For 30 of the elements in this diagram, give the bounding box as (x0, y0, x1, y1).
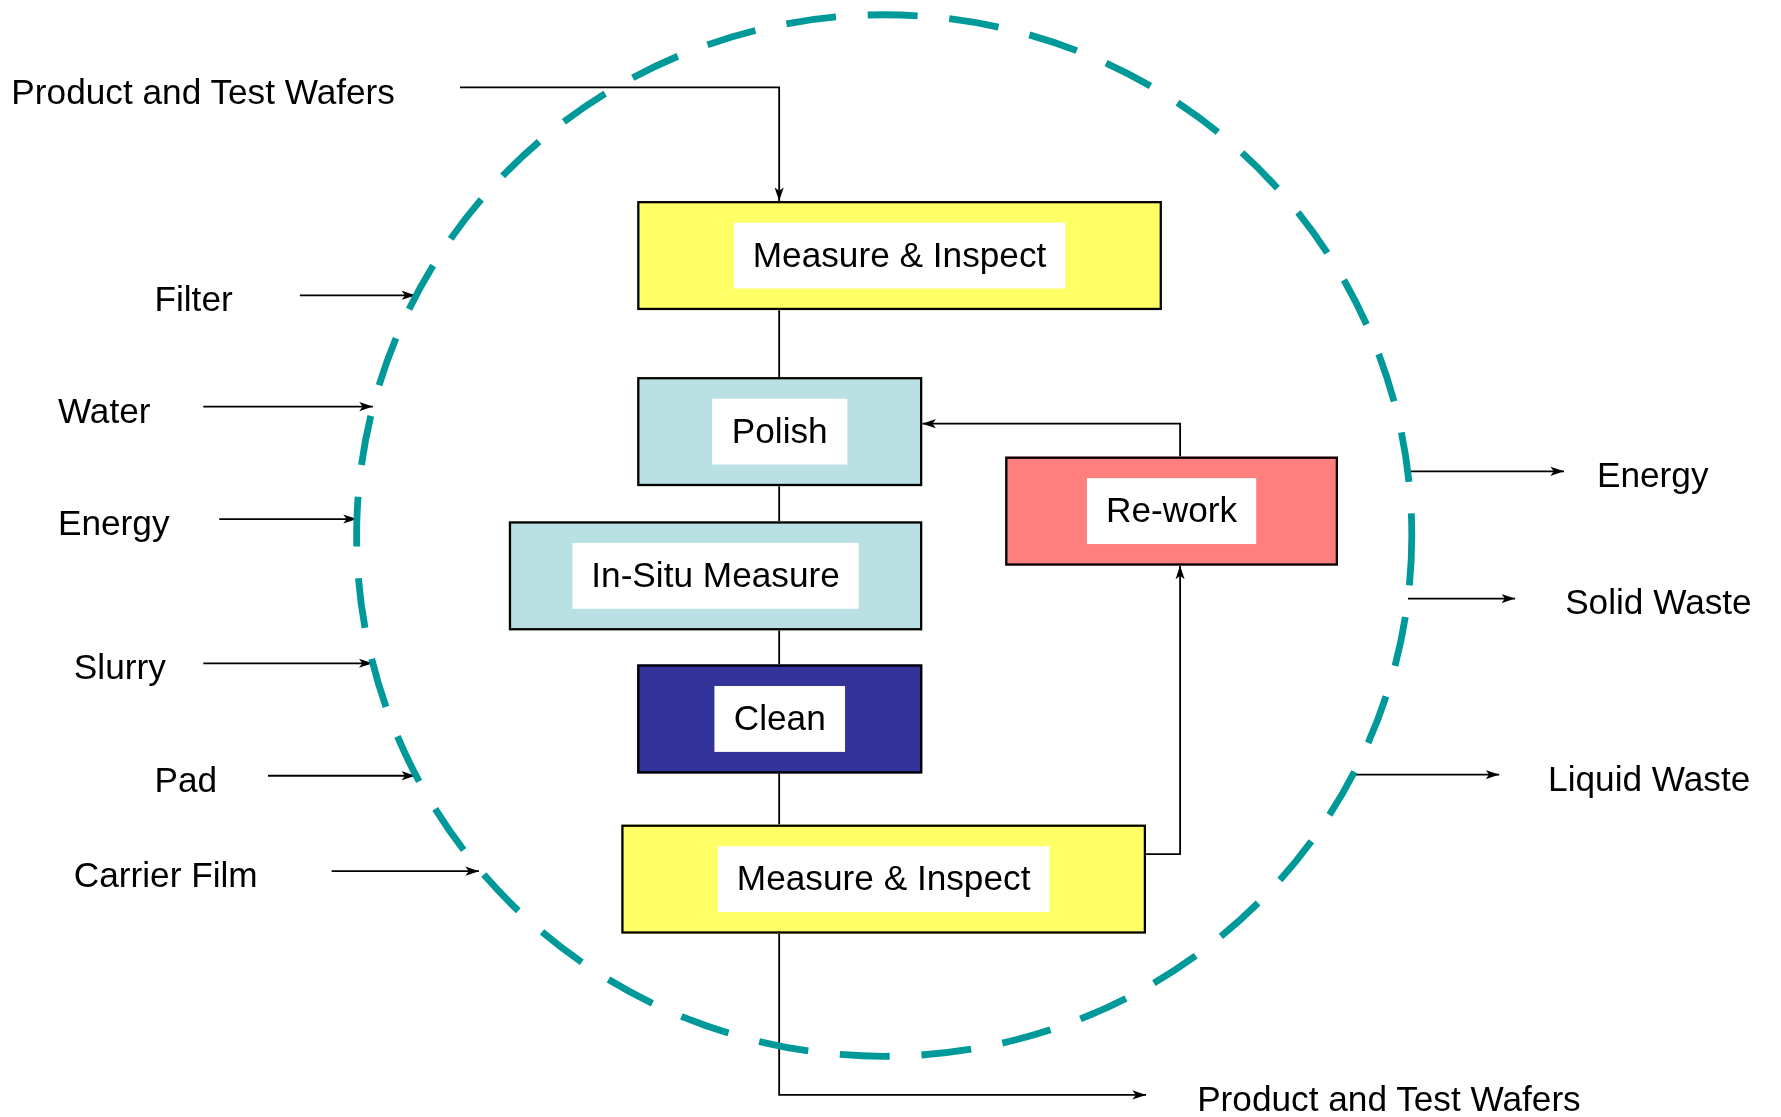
flow-label: Product and Test Wafers (1146, 1076, 1624, 1117)
flow-label: Liquid Waste (1499, 756, 1779, 802)
flow-label: Filter (154, 277, 300, 323)
flow-label: Slurry (73, 645, 204, 691)
process-box (637, 201, 1162, 311)
process-box (1005, 456, 1338, 566)
process-box (621, 824, 1146, 934)
box-label: Clean (714, 685, 846, 753)
arrow (921, 419, 1181, 458)
box-label: In-Situ Measure (571, 542, 860, 610)
box-label: Measure & Inspect (717, 845, 1050, 913)
process-box (637, 377, 923, 487)
flow-label: Pad (154, 757, 269, 803)
box-label: Polish (712, 398, 847, 465)
box-label: Measure & Inspect (733, 222, 1066, 289)
flow-label: Water (57, 388, 204, 434)
arrow (778, 932, 1147, 1100)
arrow (1145, 564, 1185, 856)
flow-label: Energy (57, 500, 220, 547)
arrow (202, 402, 374, 412)
flow-label: Energy (1564, 453, 1769, 499)
arrow (1407, 594, 1517, 604)
arrow (330, 866, 480, 876)
process-box (637, 664, 923, 774)
flow-label: Carrier Film (73, 853, 332, 899)
box-label: Re-work (1086, 477, 1257, 545)
flow-label: Product and Test Wafers (11, 70, 460, 116)
arrow (459, 86, 784, 202)
process-box (508, 521, 923, 631)
flow-label: Solid Waste (1515, 580, 1779, 626)
